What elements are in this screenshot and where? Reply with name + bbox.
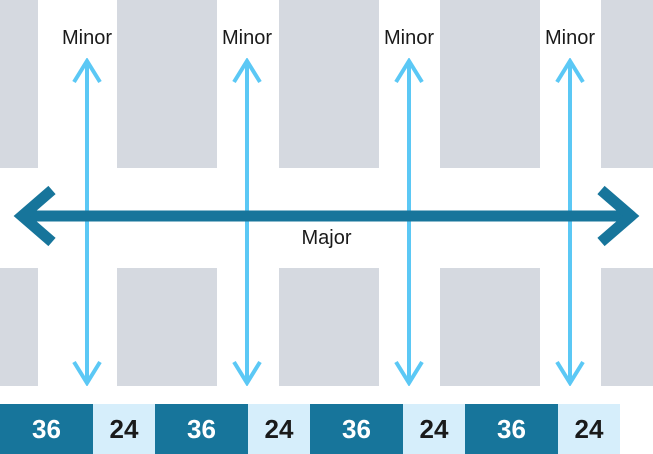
spacing-block-top — [117, 0, 217, 168]
spacing-block-bottom — [0, 268, 38, 386]
spacing-block-top — [440, 0, 540, 168]
ruler-cell-major: 36 — [465, 404, 558, 454]
spacing-block-bottom — [279, 268, 379, 386]
ruler-cell-minor: 24 — [558, 404, 620, 454]
minor-arrow-icon — [394, 58, 424, 386]
major-label: Major — [293, 228, 360, 248]
minor-arrow-icon — [72, 58, 102, 386]
spacing-block-bottom — [601, 268, 653, 386]
spacing-block-top — [279, 0, 379, 168]
minor-label: Minor — [61, 27, 113, 49]
minor-label: Minor — [221, 27, 273, 49]
major-arrow-icon — [13, 185, 640, 247]
ruler-cell-minor: 24 — [93, 404, 155, 454]
minor-arrow-icon — [232, 58, 262, 386]
spacing-block-bottom — [440, 268, 540, 386]
minor-label: Minor — [544, 27, 596, 49]
minor-label: Minor — [383, 27, 435, 49]
ruler-cell-major: 36 — [310, 404, 403, 454]
minor-arrow-icon — [555, 58, 585, 386]
spacing-block-bottom — [117, 268, 217, 386]
ruler-cell-major: 36 — [155, 404, 248, 454]
spacing-block-top — [0, 0, 38, 168]
ruler-cell-minor: 24 — [248, 404, 310, 454]
ruler-cell-minor: 24 — [403, 404, 465, 454]
ruler-cell-major: 36 — [0, 404, 93, 454]
spacing-block-top — [601, 0, 653, 168]
